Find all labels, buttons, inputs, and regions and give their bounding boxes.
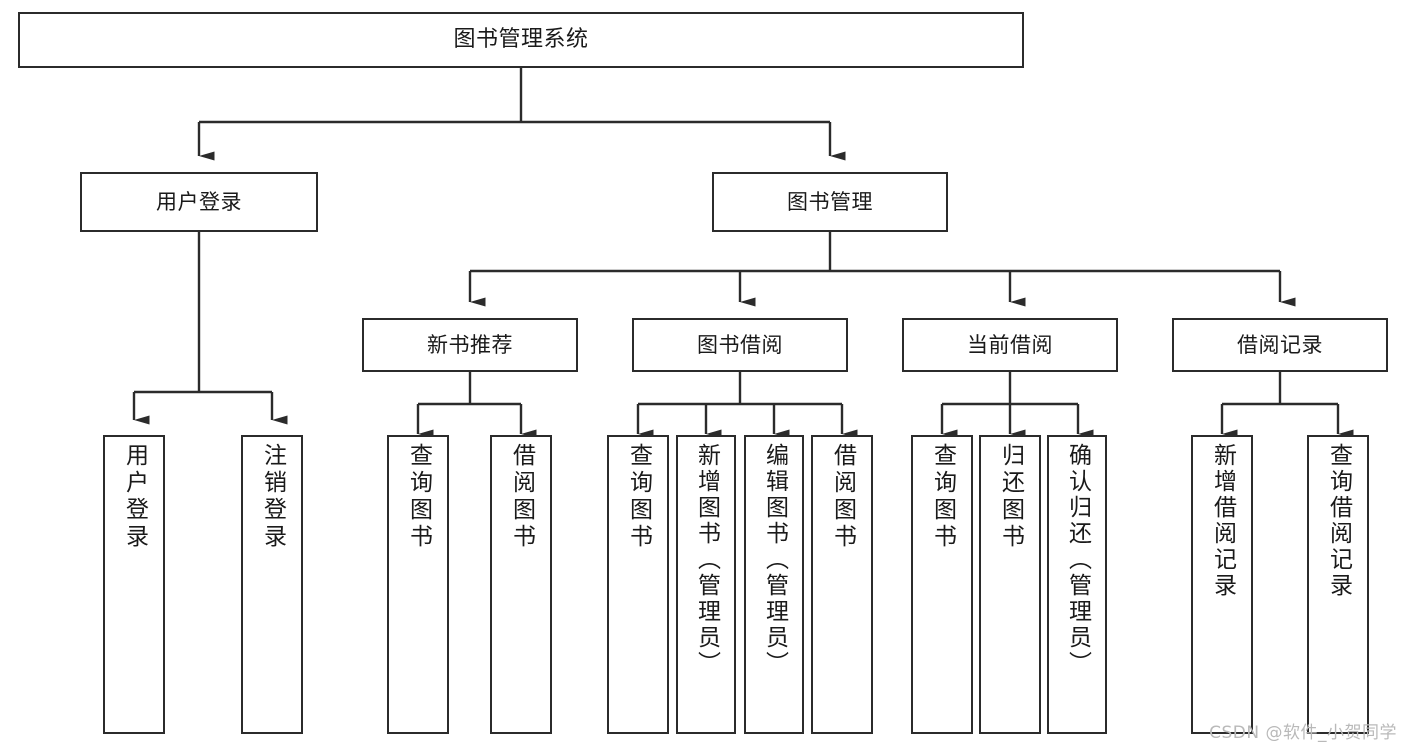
leaf-record-add[interactable]: 新增借阅记录: [1191, 435, 1253, 734]
node-root-system[interactable]: 图书管理系统: [18, 12, 1024, 68]
leaf-borrow-add-book[interactable]: 新增图书（管理员）: [676, 435, 736, 734]
leaf-borrow-query-book[interactable]: 查询图书: [607, 435, 669, 734]
node-current-borrow[interactable]: 当前借阅: [902, 318, 1118, 372]
leaf-borrow-query-book-label: 查询图书: [625, 443, 652, 551]
leaf-current-confirm-return[interactable]: 确认归还（管理员）: [1047, 435, 1107, 734]
node-borrow-record-label: 借阅记录: [1237, 332, 1323, 357]
leaf-record-add-label: 新增借阅记录: [1209, 443, 1236, 599]
leaf-user-login[interactable]: 用户登录: [103, 435, 165, 734]
leaf-current-confirm-return-label: 确认归还（管理员）: [1064, 443, 1091, 677]
leaf-record-query-label: 查询借阅记录: [1325, 443, 1352, 599]
node-borrow-record[interactable]: 借阅记录: [1172, 318, 1388, 372]
node-book-borrow[interactable]: 图书借阅: [632, 318, 848, 372]
leaf-recommend-borrow-book-label: 借阅图书: [508, 443, 535, 551]
leaf-user-logout[interactable]: 注销登录: [241, 435, 303, 734]
leaf-current-query-book-label: 查询图书: [929, 443, 956, 551]
node-book-borrow-label: 图书借阅: [697, 332, 783, 357]
leaf-borrow-lend-book[interactable]: 借阅图书: [811, 435, 873, 734]
leaf-borrow-edit-book-label: 编辑图书（管理员）: [761, 443, 788, 677]
leaf-borrow-add-book-label: 新增图书（管理员）: [693, 443, 720, 677]
node-book-management-label: 图书管理: [787, 189, 873, 214]
leaf-user-login-label: 用户登录: [121, 443, 148, 551]
node-new-book-recommend[interactable]: 新书推荐: [362, 318, 578, 372]
node-root-system-label: 图书管理系统: [453, 27, 589, 53]
leaf-recommend-borrow-book[interactable]: 借阅图书: [490, 435, 552, 734]
leaf-borrow-lend-book-label: 借阅图书: [829, 443, 856, 551]
watermark-text: CSDN @软件_小贺同学: [1209, 723, 1397, 743]
node-current-borrow-label: 当前借阅: [967, 332, 1053, 357]
node-book-management[interactable]: 图书管理: [712, 172, 948, 232]
leaf-current-query-book[interactable]: 查询图书: [911, 435, 973, 734]
leaf-user-logout-label: 注销登录: [259, 443, 286, 551]
node-user-login[interactable]: 用户登录: [80, 172, 318, 232]
leaf-record-query[interactable]: 查询借阅记录: [1307, 435, 1369, 734]
node-user-login-label: 用户登录: [156, 189, 242, 214]
leaf-current-return-book-label: 归还图书: [997, 443, 1024, 551]
node-new-book-recommend-label: 新书推荐: [427, 332, 513, 357]
leaf-recommend-query-book[interactable]: 查询图书: [387, 435, 449, 734]
leaf-recommend-query-book-label: 查询图书: [405, 443, 432, 551]
leaf-borrow-edit-book[interactable]: 编辑图书（管理员）: [744, 435, 804, 734]
leaf-current-return-book[interactable]: 归还图书: [979, 435, 1041, 734]
